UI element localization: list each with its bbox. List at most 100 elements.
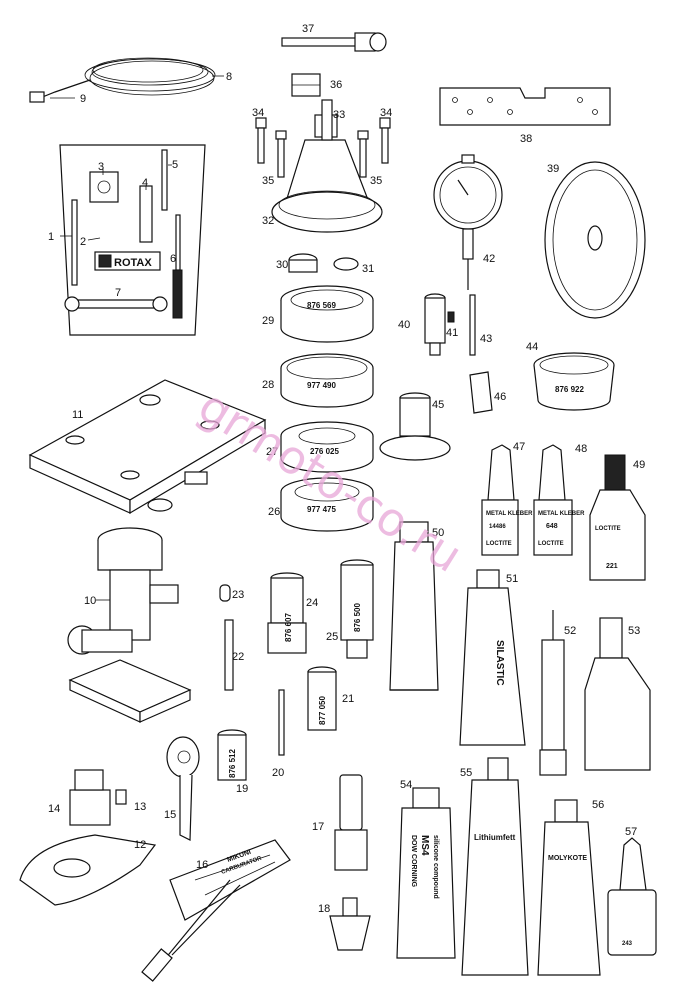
metal-kleber-bottle-48 [533,444,573,556]
part-no-44: 876 922 [555,385,584,394]
callout-39: 39 [547,163,559,175]
ring-28 [280,353,374,408]
callout-35-right: 35 [370,175,382,187]
callout-56: 56 [592,799,604,811]
press-tool-45 [379,392,451,461]
callout-34-left: 34 [252,107,264,119]
callout-8: 8 [226,71,232,83]
ms4-label: MS4 [419,835,430,856]
callout-32: 32 [262,215,274,227]
callout-54: 54 [400,779,412,791]
callout-5: 5 [172,159,178,171]
hook-spanner [166,736,200,841]
sleeve-21 [307,666,337,731]
callout-33: 33 [333,109,345,121]
callout-29: 29 [262,315,274,327]
callout-13: 13 [134,801,146,813]
callout-16: 16 [196,859,208,871]
code-57: 243 [622,941,633,947]
callout-21: 21 [342,693,354,705]
silastic-tube [459,569,526,746]
adapter-40 [424,293,446,356]
nut-36 [291,73,321,97]
callout-17: 17 [312,821,324,833]
code-48: 648 [546,523,558,530]
part-no-19: 876 512 [228,749,237,778]
callout-34-right: 34 [380,107,392,119]
callout-15: 15 [164,809,176,821]
dial-gauge [433,154,503,290]
silastic-label: SILASTIC [494,640,505,686]
callout-27: 27 [266,446,278,458]
mikuni-tool-set [141,839,291,982]
callout-42: 42 [483,253,495,265]
loctite-48: LOCTITE [538,541,564,547]
callout-53: 53 [628,625,640,637]
callout-10: 10 [84,595,96,607]
puller-pin [281,32,387,52]
callout-30: 30 [276,259,288,271]
metal-kleber-47: METAL KLEBER [486,511,533,517]
callout-45: 45 [432,399,444,411]
callout-41: 41 [446,327,458,339]
dow-corning-tube [396,787,456,959]
callout-4: 4 [142,177,148,189]
callout-20: 20 [272,767,284,779]
callout-44: 44 [526,341,538,353]
part-no-28: 977 490 [307,381,336,390]
callout-1: 1 [48,231,54,243]
pin-23 [219,584,231,602]
vice-stand [67,527,192,723]
screw-41 [447,311,455,323]
sleeve-25 [340,559,374,659]
callout-43: 43 [480,333,492,345]
callout-7: 7 [115,287,121,299]
rod-43 [469,294,476,356]
callout-57: 57 [625,826,637,838]
flywheel-holder [19,769,157,906]
callout-51: 51 [506,573,518,585]
callout-48: 48 [575,443,587,455]
callout-3: 3 [98,161,104,173]
silicone-compound-label: silicone compound [432,835,439,899]
molykote-label: MOLYKOTE [548,855,587,862]
loctite-bottle-53 [584,617,651,771]
tool-board [59,144,206,336]
pin-22 [224,619,234,691]
callout-24: 24 [306,597,318,609]
callout-50: 50 [432,527,444,539]
dow-corning-label: DOW CORNING [410,835,417,888]
callout-22: 22 [232,651,244,663]
sleeve-19 [217,729,247,781]
ring-27 [280,421,374,473]
gauge-plate [439,87,611,126]
part-no-26: 977 475 [307,505,336,514]
callout-9: 9 [80,93,86,105]
lithiumfett-tube [461,757,529,976]
base-plate [28,379,267,515]
part-no-27: 276 025 [310,447,339,456]
callout-31: 31 [362,263,374,275]
drift-17 [334,774,368,871]
callout-11: 11 [72,409,83,421]
tube-50 [389,521,439,691]
code-49: 221 [606,563,618,570]
cutting-disc [544,161,646,319]
callout-38: 38 [520,133,532,145]
loctite-49: LOCTITE [595,526,621,532]
callout-46: 46 [494,391,506,403]
metal-kleber-48: METAL KLEBER [538,511,585,517]
bolt-34-left [255,117,267,164]
puller [271,99,383,233]
code-47: 14486 [489,524,506,530]
drift-18 [329,897,371,951]
part-no-21: 877 050 [318,696,327,725]
callout-25: 25 [326,631,338,643]
callout-23: 23 [232,589,244,601]
lithiumfett-label: Lithiumfett [474,833,516,842]
part-no-25: 876 500 [353,603,362,632]
sleeve-24 [267,572,307,654]
loctite-47: LOCTITE [486,541,512,547]
bolt-34-right [379,117,391,164]
callout-47: 47 [513,441,525,453]
